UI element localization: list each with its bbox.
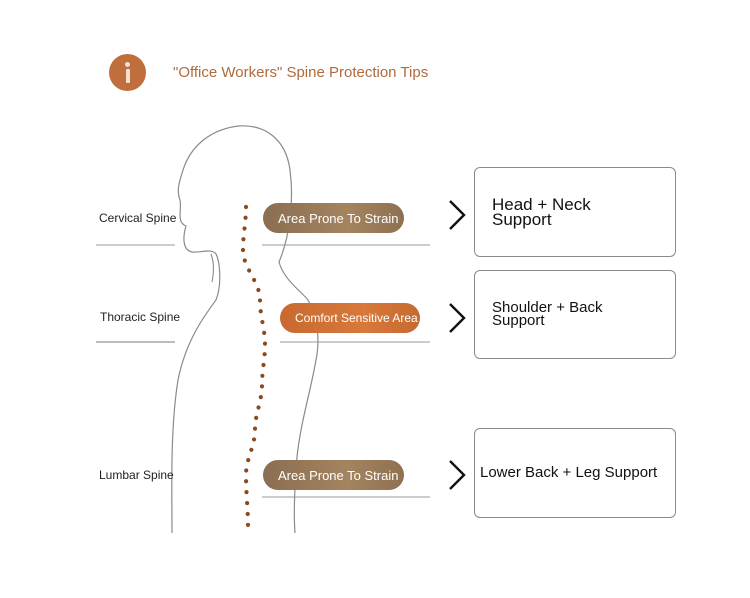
spine-dot <box>256 405 261 410</box>
info-icon <box>109 54 146 91</box>
body-outline <box>171 125 319 534</box>
spine-dot <box>261 362 266 368</box>
chevron-right-icon <box>449 200 466 230</box>
spine-dot <box>245 522 251 528</box>
label-thoracic-spine: Thoracic Spine <box>100 310 181 324</box>
spine-dot <box>258 309 263 314</box>
chevron-right-icon <box>449 460 466 490</box>
spine-dots <box>240 204 268 528</box>
spine-dot <box>252 426 258 431</box>
spine-dot <box>240 247 246 253</box>
spine-dot <box>262 341 268 346</box>
spine-dot <box>243 215 248 220</box>
header: "Office Workers" Spine Protection Tips <box>109 54 428 91</box>
support-card: Head + Neck Support <box>474 167 676 257</box>
label-cervical-spine: Cervical Spine <box>99 211 177 225</box>
spine-dot <box>262 330 267 335</box>
spine-dot <box>243 479 249 484</box>
page-title: "Office Workers" Spine Protection Tips <box>173 64 429 81</box>
chevron-right-icon <box>449 303 466 333</box>
spine-dot <box>249 447 254 452</box>
spine-dot <box>254 415 259 420</box>
label-lumbar-spine: Lumbar Spine <box>99 468 174 482</box>
spine-dot <box>257 298 263 303</box>
spine-dot <box>259 384 265 389</box>
spine-dot <box>244 468 249 473</box>
spine-dot <box>258 395 263 400</box>
spine-dot <box>247 268 252 273</box>
spine-dot <box>245 500 250 506</box>
spine-dot <box>244 490 249 495</box>
spine-dot <box>260 319 265 325</box>
support-text: Shoulder + Back Support <box>492 299 603 329</box>
support-text: Lower Back + Leg Support <box>480 464 658 481</box>
tag-comfort-pill: Comfort Sensitive Area <box>280 303 420 333</box>
spine-dot <box>242 226 247 231</box>
spine-dot <box>246 458 251 463</box>
tag-strain-pill: Area Prone To Strain <box>263 460 404 490</box>
neck-line <box>210 253 214 283</box>
spine-dot <box>241 237 246 242</box>
spine-dot <box>260 373 265 378</box>
spine-dot <box>251 437 257 442</box>
spine-dot <box>262 352 267 357</box>
spine-dot <box>245 511 250 517</box>
spine-dot <box>242 258 247 263</box>
tag-strain-pill: Area Prone To Strain <box>263 203 404 233</box>
spine-dot <box>243 204 249 210</box>
support-text: Head + Neck Support <box>492 195 591 229</box>
support-card: Shoulder + Back Support <box>474 270 676 359</box>
support-card: Lower Back + Leg Support <box>474 428 676 518</box>
spine-dot <box>256 287 261 293</box>
spine-dot <box>252 277 257 283</box>
